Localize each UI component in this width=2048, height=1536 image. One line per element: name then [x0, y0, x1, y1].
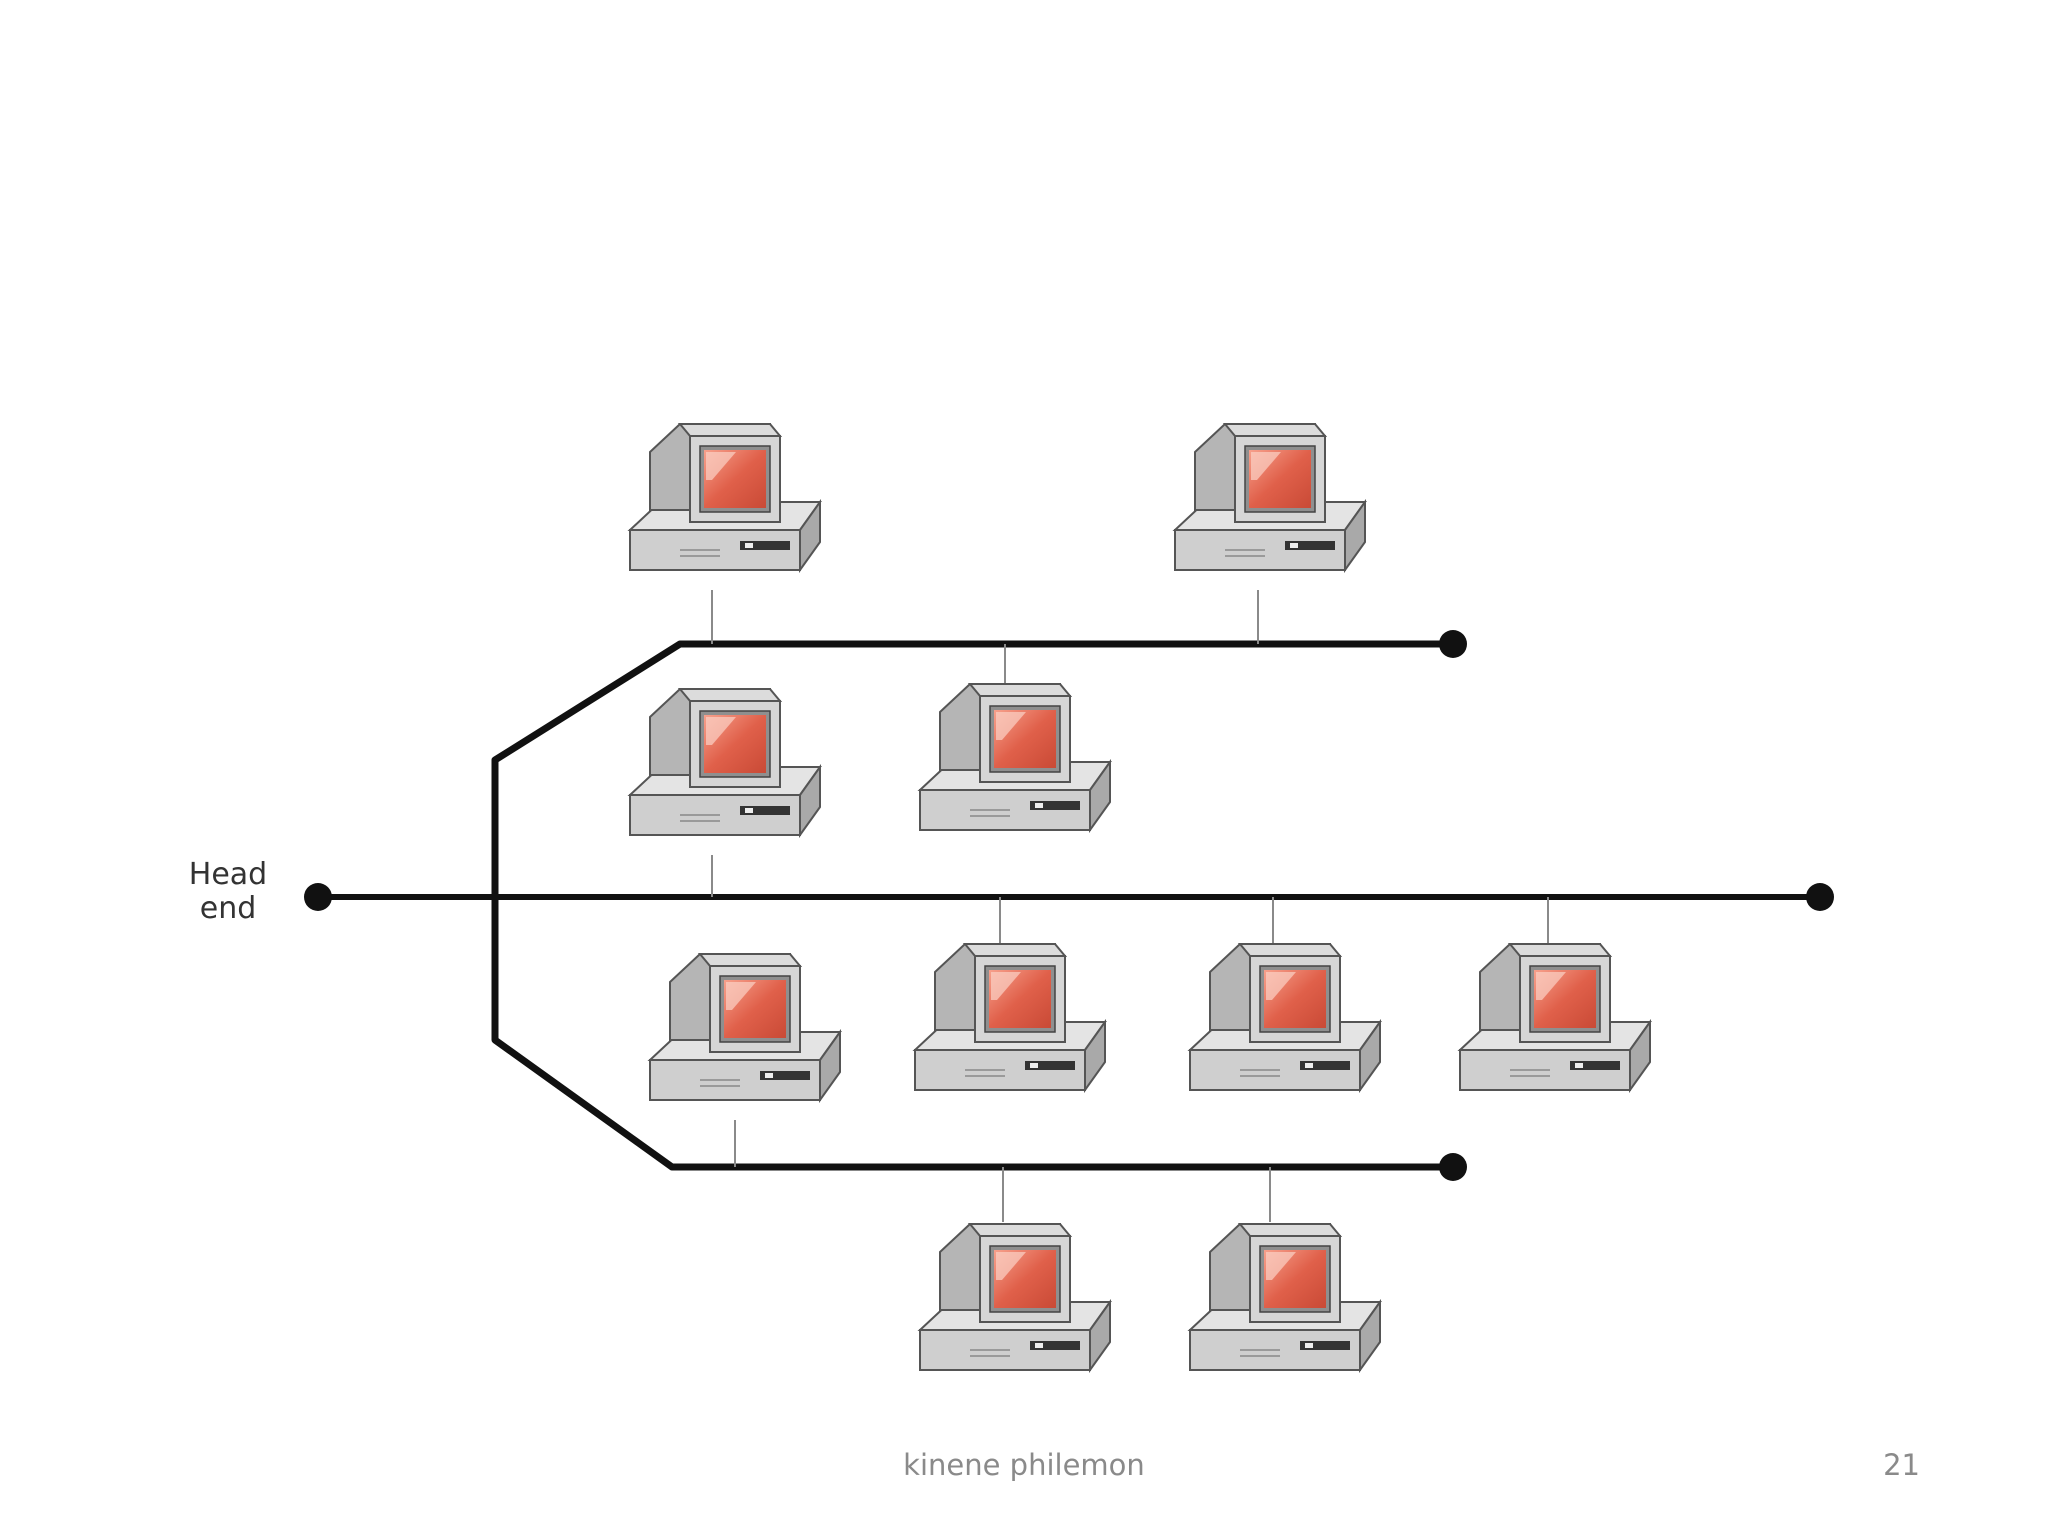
- computer-icon: [1174, 423, 1366, 571]
- trunk-end-terminator: [1806, 883, 1834, 911]
- computer-icon: [629, 423, 821, 571]
- footer-author: kinene philemon: [903, 1448, 1145, 1482]
- lower-branch-terminator: [1439, 1153, 1467, 1181]
- computer-icon: [919, 1223, 1111, 1371]
- computer-icon: [914, 943, 1106, 1091]
- headend-terminator: [304, 883, 332, 911]
- computer-icon: [649, 953, 841, 1101]
- computer-icon: [1189, 1223, 1381, 1371]
- upper-branch-terminator: [1439, 630, 1467, 658]
- headend-label-line1: Head: [189, 857, 267, 892]
- drop-lines: [711, 590, 1549, 1222]
- computer-icon: [1459, 943, 1651, 1091]
- main-trunk-cable: [304, 883, 1834, 911]
- computer-icon: [1189, 943, 1381, 1091]
- computer-icon: [919, 683, 1111, 831]
- computer-icon: [629, 688, 821, 836]
- branch-cables: [491, 630, 1467, 1181]
- page-number: 21: [1883, 1448, 1920, 1482]
- headend-label-line2: end: [200, 891, 257, 926]
